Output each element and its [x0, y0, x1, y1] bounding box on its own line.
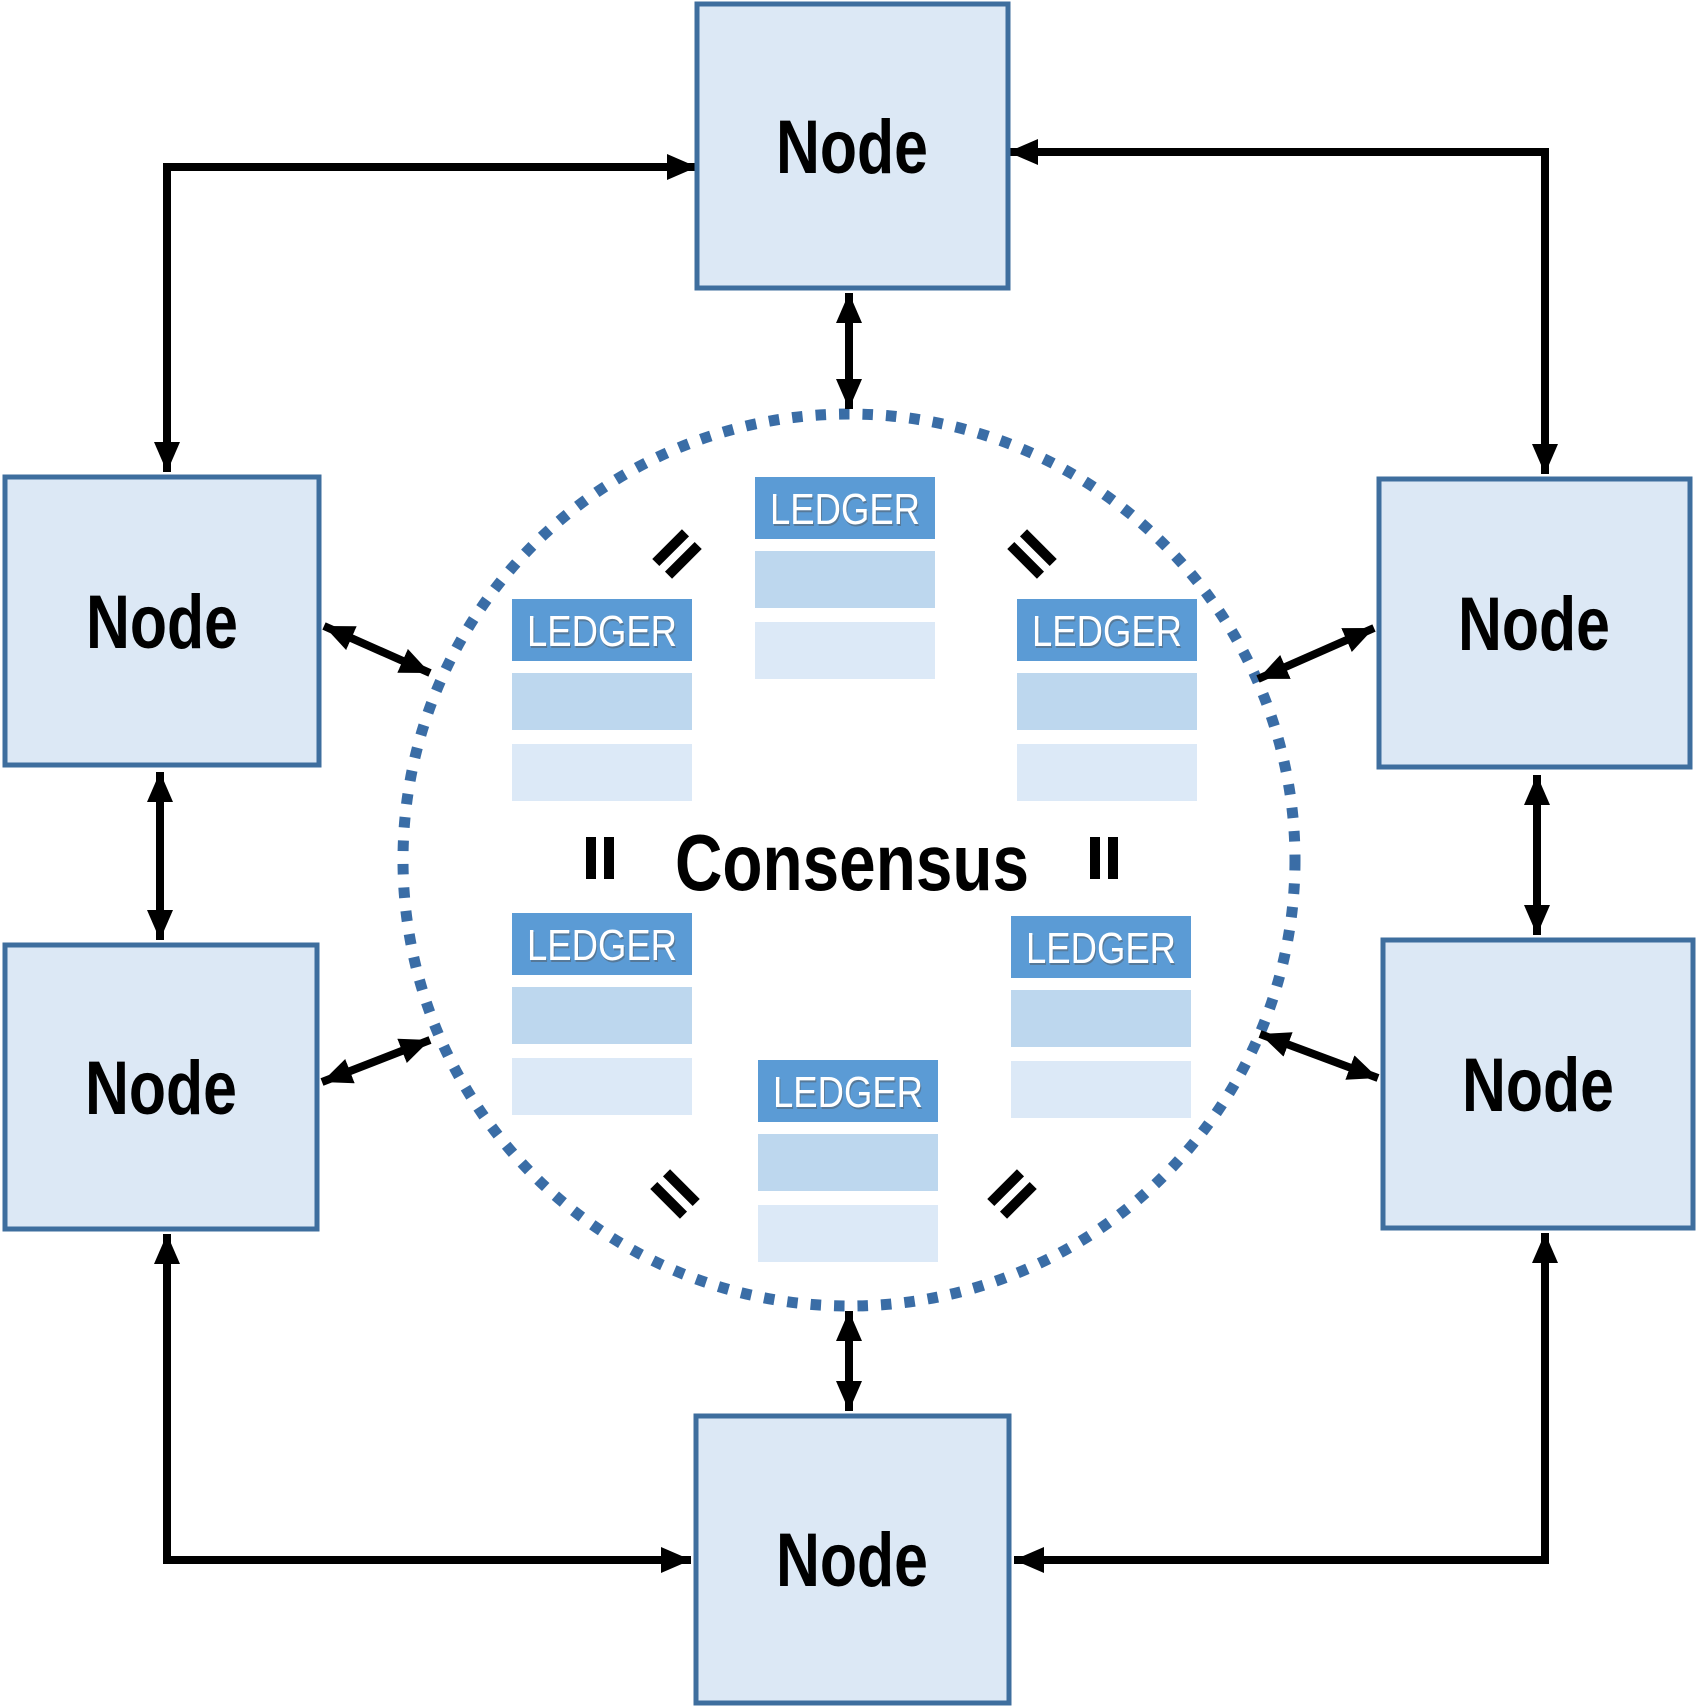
ledger-header — [755, 477, 935, 539]
connector-lower-left-node-to-circle — [320, 1036, 432, 1086]
node-top-box — [694, 1, 1011, 291]
ledger-top-center: LEDGER — [755, 477, 935, 679]
node-upper-right: Node — [1376, 476, 1693, 770]
ledger-label: LEDGER — [773, 1068, 923, 1117]
connector-upper-left-node-to-circle — [322, 622, 432, 677]
ledger-label: LEDGER — [1026, 924, 1176, 973]
node-upper-right-label: Node — [1458, 582, 1610, 667]
ledger-bottom-center: LEDGER — [758, 1060, 938, 1262]
ledger-row — [755, 551, 935, 608]
node-bottom-box — [693, 1413, 1012, 1706]
ledger-row — [758, 1134, 938, 1191]
equals-icon-mid-left — [586, 837, 614, 879]
node-lower-left-label: Node — [85, 1046, 237, 1131]
node-bottom: Node — [693, 1413, 1012, 1706]
node-lower-left: Node — [2, 942, 320, 1232]
node-bottom-label: Node — [776, 1518, 928, 1603]
ledger-lower-right: LEDGER — [1011, 916, 1191, 1118]
ledger-row — [512, 744, 692, 801]
node-upper-left-box — [2, 474, 322, 768]
equals-icon-bottom-left — [650, 1169, 700, 1219]
equals-icon-top-left — [652, 529, 702, 579]
ledger-header — [758, 1060, 938, 1122]
equals-icon-mid-right — [1090, 837, 1118, 879]
node-upper-left: Node — [2, 474, 322, 768]
node-lower-right: Node — [1380, 937, 1696, 1231]
ledger-upper-left: LEDGER — [512, 599, 692, 801]
ledger-row — [1011, 990, 1191, 1047]
node-upper-right-box — [1376, 476, 1693, 770]
connector-top-node-to-upper-left-node — [154, 154, 697, 472]
connector-lower-right-node-to-bottom-node — [1014, 1233, 1558, 1573]
node-upper-left-label: Node — [86, 580, 238, 665]
node-lower-left-box — [2, 942, 320, 1232]
node-lower-right-label: Node — [1462, 1043, 1614, 1128]
ledger-header — [512, 913, 692, 975]
consensus-title: Consensus — [675, 818, 1029, 907]
ledger-label: LEDGER — [527, 921, 677, 970]
connector-upper-right-node-to-circle — [1256, 624, 1376, 683]
ledger-row — [512, 1058, 692, 1115]
ledger-lower-left: LEDGER — [512, 913, 692, 1115]
ledger-label: LEDGER — [527, 607, 677, 656]
consensus-boundary-circle — [397, 408, 1301, 1312]
connector-lower-left-node-to-bottom-node — [154, 1234, 691, 1573]
ledger-label: LEDGER — [770, 485, 920, 534]
ledger-header — [1011, 916, 1191, 978]
ledger-row — [755, 622, 935, 679]
ledger-row — [512, 987, 692, 1044]
node-top-label: Node — [776, 105, 928, 190]
ledger-row — [1011, 1061, 1191, 1118]
ledger-row — [1017, 744, 1197, 801]
equals-icon-bottom-right — [987, 1169, 1037, 1219]
ledger-header — [512, 599, 692, 661]
connector-lower-right-node-to-circle — [1258, 1030, 1380, 1082]
ledger-label: LEDGER — [1032, 607, 1182, 656]
ledger-row — [1017, 673, 1197, 730]
ledger-row — [512, 673, 692, 730]
node-top: Node — [694, 1, 1011, 291]
node-lower-right-box — [1380, 937, 1696, 1231]
ledger-header — [1017, 599, 1197, 661]
ledger-row — [758, 1205, 938, 1262]
equals-icon-top-right — [1007, 529, 1057, 579]
ledger-upper-right: LEDGER — [1017, 599, 1197, 801]
connector-top-node-to-upper-right-node — [1008, 139, 1558, 474]
